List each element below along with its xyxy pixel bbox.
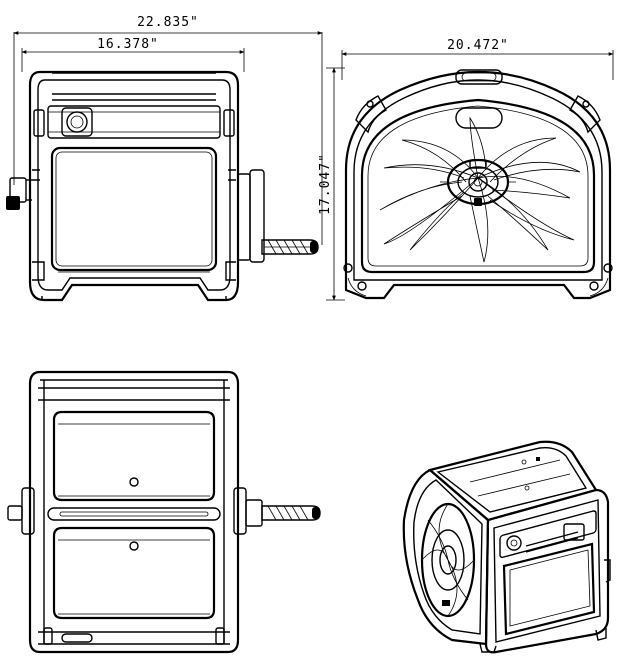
front-view bbox=[6, 72, 318, 300]
body-width-label: 16.378" bbox=[97, 37, 159, 52]
height-label: 17.047" bbox=[318, 153, 333, 215]
side-width-label: 20.472" bbox=[447, 38, 509, 53]
dimension-body-width: 16.378" bbox=[22, 37, 244, 72]
top-view bbox=[8, 372, 320, 652]
side-view bbox=[344, 70, 612, 298]
isometric-view bbox=[404, 442, 610, 653]
swirl-pattern bbox=[380, 118, 580, 262]
left-knob bbox=[6, 178, 32, 210]
crank-handle bbox=[238, 170, 318, 262]
dimension-overall-width: 22.835" bbox=[14, 15, 322, 245]
dimension-side-width: 20.472" bbox=[342, 38, 613, 80]
top-crank-handle bbox=[246, 500, 320, 526]
overall-width-label: 22.835" bbox=[137, 15, 199, 30]
